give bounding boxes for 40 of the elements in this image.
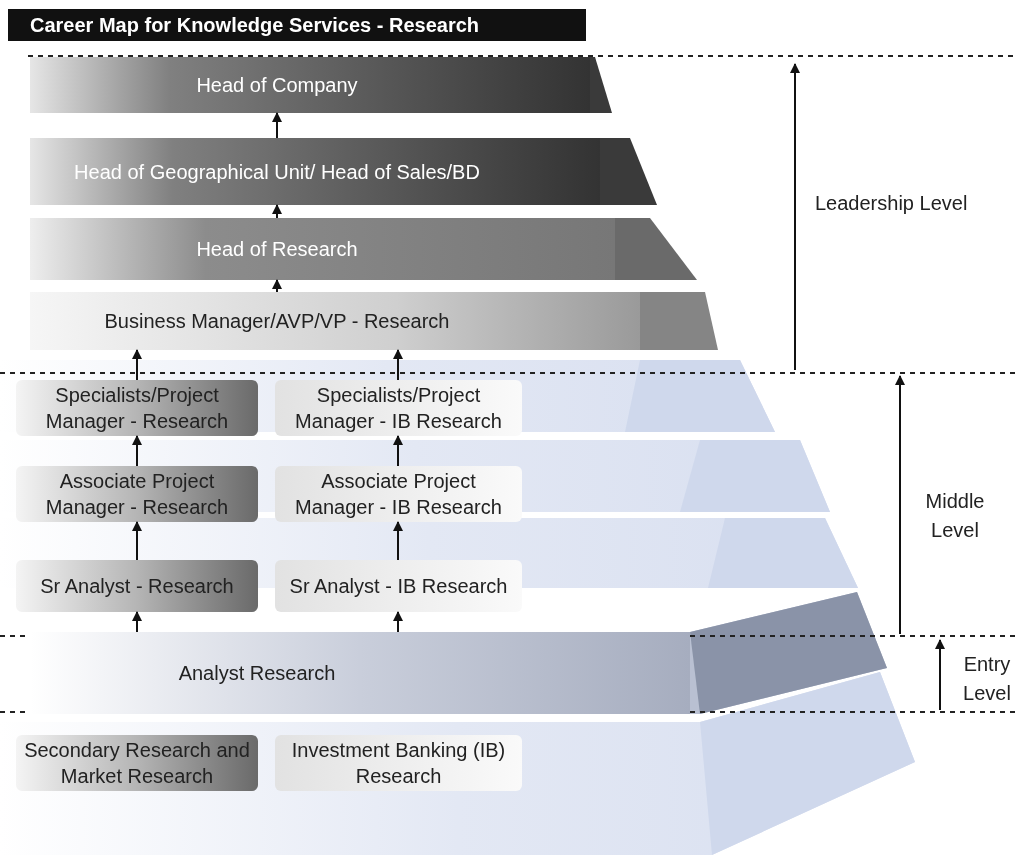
pyramid-band xyxy=(30,292,640,350)
arrow xyxy=(393,349,403,381)
arrow xyxy=(272,112,282,139)
node-label: Specialists/Project Manager - Research xyxy=(44,383,230,434)
role-box xyxy=(275,560,522,612)
node-label: Head of Company xyxy=(196,73,358,98)
arrow xyxy=(132,611,142,633)
level-label: Middle Level xyxy=(924,489,986,543)
node-label: Investment Banking (IB) Research xyxy=(290,738,507,789)
role-box xyxy=(275,466,522,522)
role-box xyxy=(16,380,258,436)
arrow xyxy=(393,611,403,633)
role-box xyxy=(275,380,522,436)
role-box xyxy=(275,735,522,791)
pyramid-band xyxy=(30,57,590,113)
node-label: Secondary Research and Market Research xyxy=(23,738,251,789)
arrow xyxy=(393,521,403,561)
pyramid-band xyxy=(30,138,600,205)
level-label: Leadership Level xyxy=(815,191,969,216)
node-label: Associate Project Manager - IB Research xyxy=(294,469,503,520)
arrow xyxy=(132,521,142,561)
arrow xyxy=(272,279,282,293)
arrow xyxy=(272,204,282,219)
arrow xyxy=(132,435,142,467)
role-box xyxy=(16,560,258,612)
node-label: Business Manager/AVP/VP - Research xyxy=(104,309,450,334)
title-bar: Career Map for Knowledge Services - Research xyxy=(8,9,586,41)
arrow xyxy=(132,349,142,381)
node-label: Specialists/Project Manager - IB Research xyxy=(294,383,503,434)
node-label: Sr Analyst - IB Research xyxy=(289,574,508,599)
level-label: Entry Level xyxy=(962,652,1012,706)
pyramid-band xyxy=(30,218,615,280)
node-label: Analyst Research xyxy=(178,661,336,686)
node-label: Head of Geographical Unit/ Head of Sales/BD xyxy=(74,159,480,185)
role-box xyxy=(16,466,258,522)
node-label: Sr Analyst - Research xyxy=(40,574,234,599)
node-label: Associate Project Manager - Research xyxy=(44,469,230,520)
node-label: Head of Research xyxy=(196,237,358,262)
pyramid-band xyxy=(30,632,690,714)
arrow xyxy=(393,435,403,467)
